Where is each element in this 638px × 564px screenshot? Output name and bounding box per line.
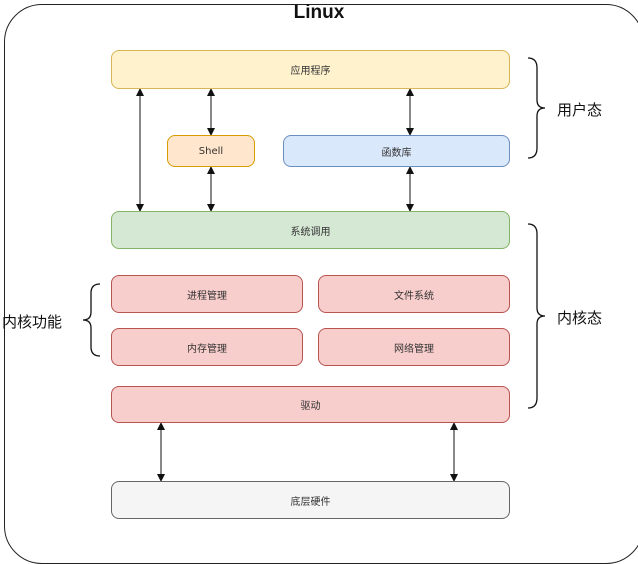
box-network-management: 网络管理	[318, 328, 510, 366]
label-kernel-functions: 内核功能	[2, 313, 63, 331]
box-system-call: 系统调用	[111, 211, 510, 249]
connector-layer	[82, 57, 546, 482]
box-hardware: 底层硬件	[111, 481, 510, 519]
box-function-library: 函数库	[283, 135, 510, 167]
box-file-system: 文件系统	[318, 275, 510, 313]
brace-kernel-functions	[82, 283, 101, 357]
box-memory-management: 内存管理	[111, 328, 303, 366]
label-kernel-mode: 内核态	[557, 309, 603, 327]
diagram-title: Linux	[293, 2, 345, 23]
label-user-mode: 用户态	[557, 101, 603, 119]
brace-kernel-mode	[527, 223, 546, 409]
box-applications: 应用程序	[111, 50, 510, 89]
box-process-management: 进程管理	[111, 275, 303, 313]
box-shell: Shell	[167, 135, 255, 167]
box-driver: 驱动	[111, 386, 510, 423]
brace-user-mode	[527, 57, 546, 159]
